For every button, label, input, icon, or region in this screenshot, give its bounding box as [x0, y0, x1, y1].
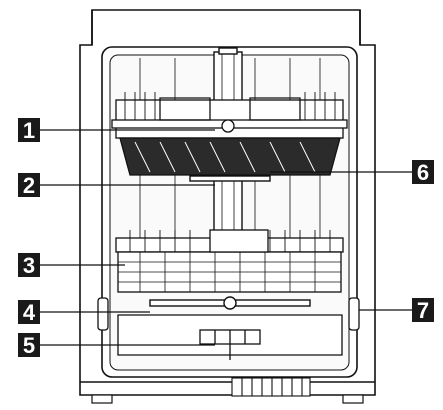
callout-number: 1 [23, 118, 35, 143]
callout-7: 7 [412, 298, 434, 323]
callout-4: 4 [18, 300, 40, 325]
callout-number: 6 [417, 160, 429, 185]
callout-number: 3 [23, 253, 35, 278]
callout-3: 3 [18, 253, 40, 278]
callout-5: 5 [18, 333, 40, 358]
callout-number: 7 [417, 298, 429, 323]
lower-spray-arm [149, 296, 311, 310]
lower-basket [115, 229, 344, 293]
door-hinges [97, 297, 360, 331]
callout-number: 4 [23, 300, 36, 325]
upper-basket [111, 92, 348, 176]
callout-6: 6 [412, 160, 434, 185]
leader-lines [40, 129, 412, 346]
feet [91, 394, 364, 404]
filter-assembly [117, 314, 343, 360]
callout-number: 2 [23, 173, 35, 198]
callout-2: 2 [18, 173, 40, 198]
base-grille [231, 377, 311, 397]
callout-1: 1 [18, 118, 40, 143]
callout-number: 5 [23, 333, 35, 358]
upper-spray-arm [189, 175, 271, 182]
